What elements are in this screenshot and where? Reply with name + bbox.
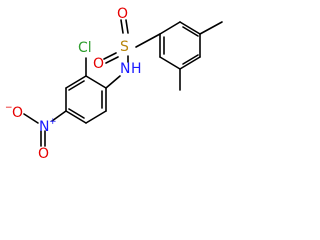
atom-oxygen-top: O	[117, 6, 128, 22]
atom-nitro-o-minus: −	[5, 103, 13, 113]
bond	[51, 110, 67, 122]
atom-amine-n: N	[120, 61, 130, 77]
atom-chlorine: Cl	[78, 40, 92, 56]
bond	[182, 54, 199, 65]
atom-sulfur: S	[120, 39, 129, 55]
molecule-structure: S O O N H Cl N + O − O	[5, 6, 223, 160]
bond	[120, 19, 124, 34]
bond	[179, 56, 201, 70]
atom-oxygen-left: O	[93, 56, 104, 72]
bond	[105, 75, 121, 89]
bond	[125, 19, 129, 34]
bond	[85, 75, 107, 89]
bond	[85, 110, 107, 124]
bond-lines	[23, 19, 223, 147]
bond	[199, 21, 223, 35]
atom-nitro-o-down: O	[38, 146, 49, 160]
bond	[135, 33, 161, 48]
atom-nitro-plus: +	[49, 117, 57, 127]
bond	[105, 56, 119, 64]
bond	[159, 56, 181, 70]
atom-nitro-n: N	[39, 119, 49, 135]
atom-nitro-o-left: O	[12, 105, 23, 121]
bond	[68, 80, 85, 91]
atom-amine-h: H	[131, 61, 142, 77]
bond	[68, 108, 85, 119]
bond	[103, 52, 117, 60]
bond	[65, 110, 87, 124]
bond	[179, 21, 201, 35]
bond	[23, 113, 39, 124]
bond	[159, 21, 181, 35]
bond	[182, 26, 199, 37]
bond	[65, 75, 87, 89]
